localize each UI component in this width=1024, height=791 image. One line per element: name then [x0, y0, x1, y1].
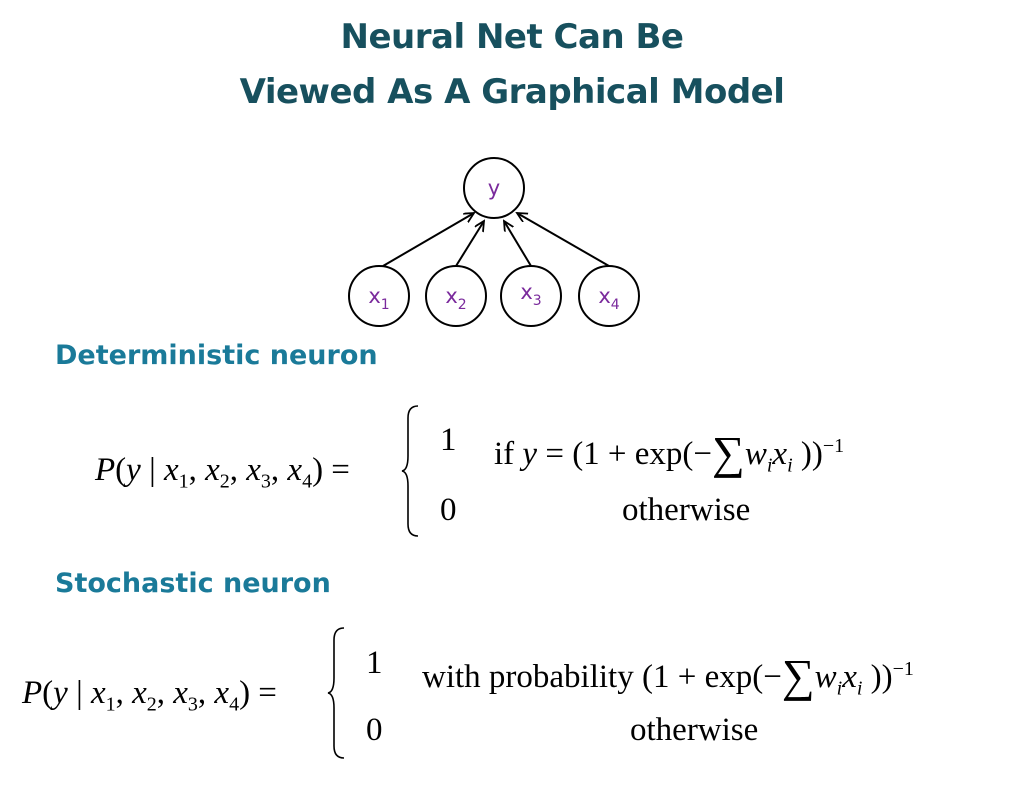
node-x3: x3: [500, 265, 562, 327]
stochastic-brace: [327, 627, 345, 759]
node-x3-label: x3: [520, 280, 541, 309]
deterministic-case2-condition: otherwise: [622, 492, 751, 528]
node-x2: x2: [425, 265, 487, 327]
stochastic-case2-value: 0: [366, 712, 383, 748]
stochastic-lhs: P(y | x1, x2, x3, x4) =: [22, 675, 277, 716]
node-x4: x4: [578, 265, 640, 327]
stochastic-case1-value: 1: [366, 645, 383, 681]
stochastic-case2-condition: otherwise: [630, 712, 759, 748]
deterministic-case2-value: 0: [440, 492, 457, 528]
stochastic-heading: Stochastic neuron: [55, 568, 331, 599]
node-y-label: y: [488, 176, 500, 200]
edge-x1-y: [382, 213, 474, 267]
slide-title-line2: Viewed As A Graphical Model: [239, 72, 785, 112]
node-x1: x1: [348, 265, 410, 327]
graphical-model-diagram: y x1 x2 x3 x4: [348, 157, 640, 327]
slide-title-line1: Neural Net Can Be: [340, 17, 684, 57]
node-x2-label: x2: [445, 284, 466, 313]
deterministic-case1-condition: if y = (1 + exp(−∑wixi ))−1: [494, 427, 845, 478]
node-x4-label: x4: [598, 284, 619, 313]
deterministic-lhs: P(y | x1, x2, x3, x4) =: [95, 452, 350, 493]
edge-x2-y: [455, 221, 484, 267]
node-y: y: [463, 157, 525, 219]
stochastic-case1-condition: with probability (1 + exp(−∑wixi ))−1: [422, 650, 914, 701]
deterministic-brace: [401, 405, 419, 537]
node-x1-label: x1: [368, 284, 389, 313]
edge-x4-y: [517, 213, 610, 267]
edge-x3-y: [504, 221, 532, 267]
deterministic-case1-value: 1: [440, 422, 457, 458]
deterministic-heading: Deterministic neuron: [55, 340, 378, 371]
